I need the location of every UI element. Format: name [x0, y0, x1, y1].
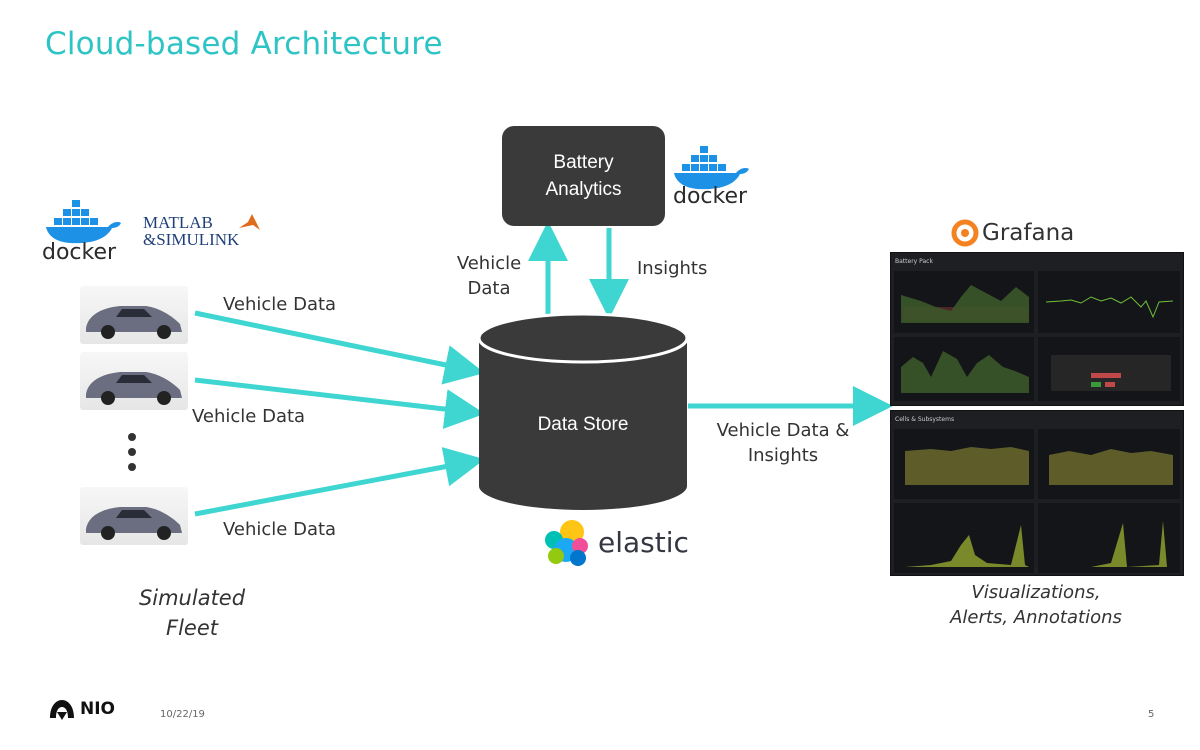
arrow-car3-to-store	[194, 446, 485, 517]
grafana-logo: Grafana	[950, 218, 1090, 250]
ellipsis-dot	[128, 463, 136, 471]
nio-logo: NIO	[48, 698, 115, 722]
edge-label-down: Insights	[637, 258, 708, 279]
docker-logo-right: docker	[670, 142, 752, 214]
fleet-caption-line1: Simulated	[138, 586, 246, 610]
elastic-cluster-icon	[545, 520, 588, 566]
battery-analytics-line1: Battery	[553, 152, 614, 173]
slide-title: Cloud-based Architecture	[45, 26, 443, 62]
edge-label-car1: Vehicle Data	[223, 294, 337, 315]
viz-caption-line2: Alerts, Annotations	[950, 607, 1122, 628]
dashboard-top-graphs	[894, 271, 1180, 401]
fleet-caption-line2: Fleet	[166, 616, 218, 640]
docker-whale-icon	[46, 200, 121, 244]
arrow-car2-to-store	[194, 377, 485, 429]
ellipsis-dot	[128, 433, 136, 441]
dashboard-bottom-graphs	[894, 429, 1180, 573]
slide-page-number: 5	[1148, 709, 1155, 720]
docker-wordmark-right: docker	[673, 184, 748, 209]
edge-label-out: Vehicle Data & Insights	[700, 418, 866, 468]
fleet-caption: Simulated Fleet	[110, 583, 274, 643]
edge-label-out-line1: Vehicle Data &	[716, 420, 850, 441]
battery-analytics-box: Battery Analytics	[502, 126, 665, 226]
dashboard-battery-pack: Battery Pack	[890, 252, 1184, 406]
nio-wordmark: NIO	[80, 699, 116, 719]
nio-mark-icon	[50, 700, 74, 720]
simulink-wordmark: &SIMULINK	[143, 230, 240, 249]
dashboard-top-title: Battery Pack	[895, 258, 933, 265]
car-image-2	[80, 352, 188, 410]
viz-caption: Visualizations, Alerts, Annotations	[930, 580, 1142, 630]
car-icon	[86, 372, 182, 405]
matlab-simulink-logo: MATLAB &SIMULINK	[143, 214, 265, 254]
viz-caption-line1: Visualizations,	[971, 582, 1101, 603]
edge-label-up-line2: Data	[467, 278, 511, 299]
data-store-cylinder	[477, 312, 689, 510]
data-store-label: Data Store	[537, 414, 629, 435]
elastic-logo: elastic	[542, 518, 702, 570]
grafana-wordmark: Grafana	[982, 220, 1075, 246]
car-icon	[86, 507, 182, 540]
dashboard-bottom-title: Cells & Subsystems	[895, 416, 955, 423]
elastic-wordmark: elastic	[598, 526, 689, 559]
slide-date: 10/22/19	[160, 709, 205, 720]
docker-logo-left: docker	[42, 196, 124, 268]
battery-analytics-line2: Analytics	[545, 179, 622, 200]
arrow-car1-to-store	[194, 310, 485, 385]
car-image-1	[80, 286, 188, 344]
edge-label-up: Vehicle Data	[440, 251, 538, 301]
matlab-membrane-icon	[239, 214, 260, 230]
edge-label-out-line2: Insights	[747, 445, 819, 466]
dashboard-cells-subsystems: Cells & Subsystems	[890, 410, 1184, 576]
docker-wordmark-left: docker	[42, 240, 117, 265]
docker-whale-icon	[674, 146, 749, 190]
edge-label-up-line1: Vehicle	[456, 253, 522, 274]
grafana-swirl-icon	[951, 219, 979, 247]
edge-label-car3: Vehicle Data	[223, 519, 337, 540]
car-image-3	[80, 487, 188, 545]
matlab-wordmark: MATLAB	[143, 213, 213, 232]
car-icon	[86, 306, 182, 339]
edge-label-car2: Vehicle Data	[192, 406, 306, 427]
ellipsis-dot	[128, 448, 136, 456]
